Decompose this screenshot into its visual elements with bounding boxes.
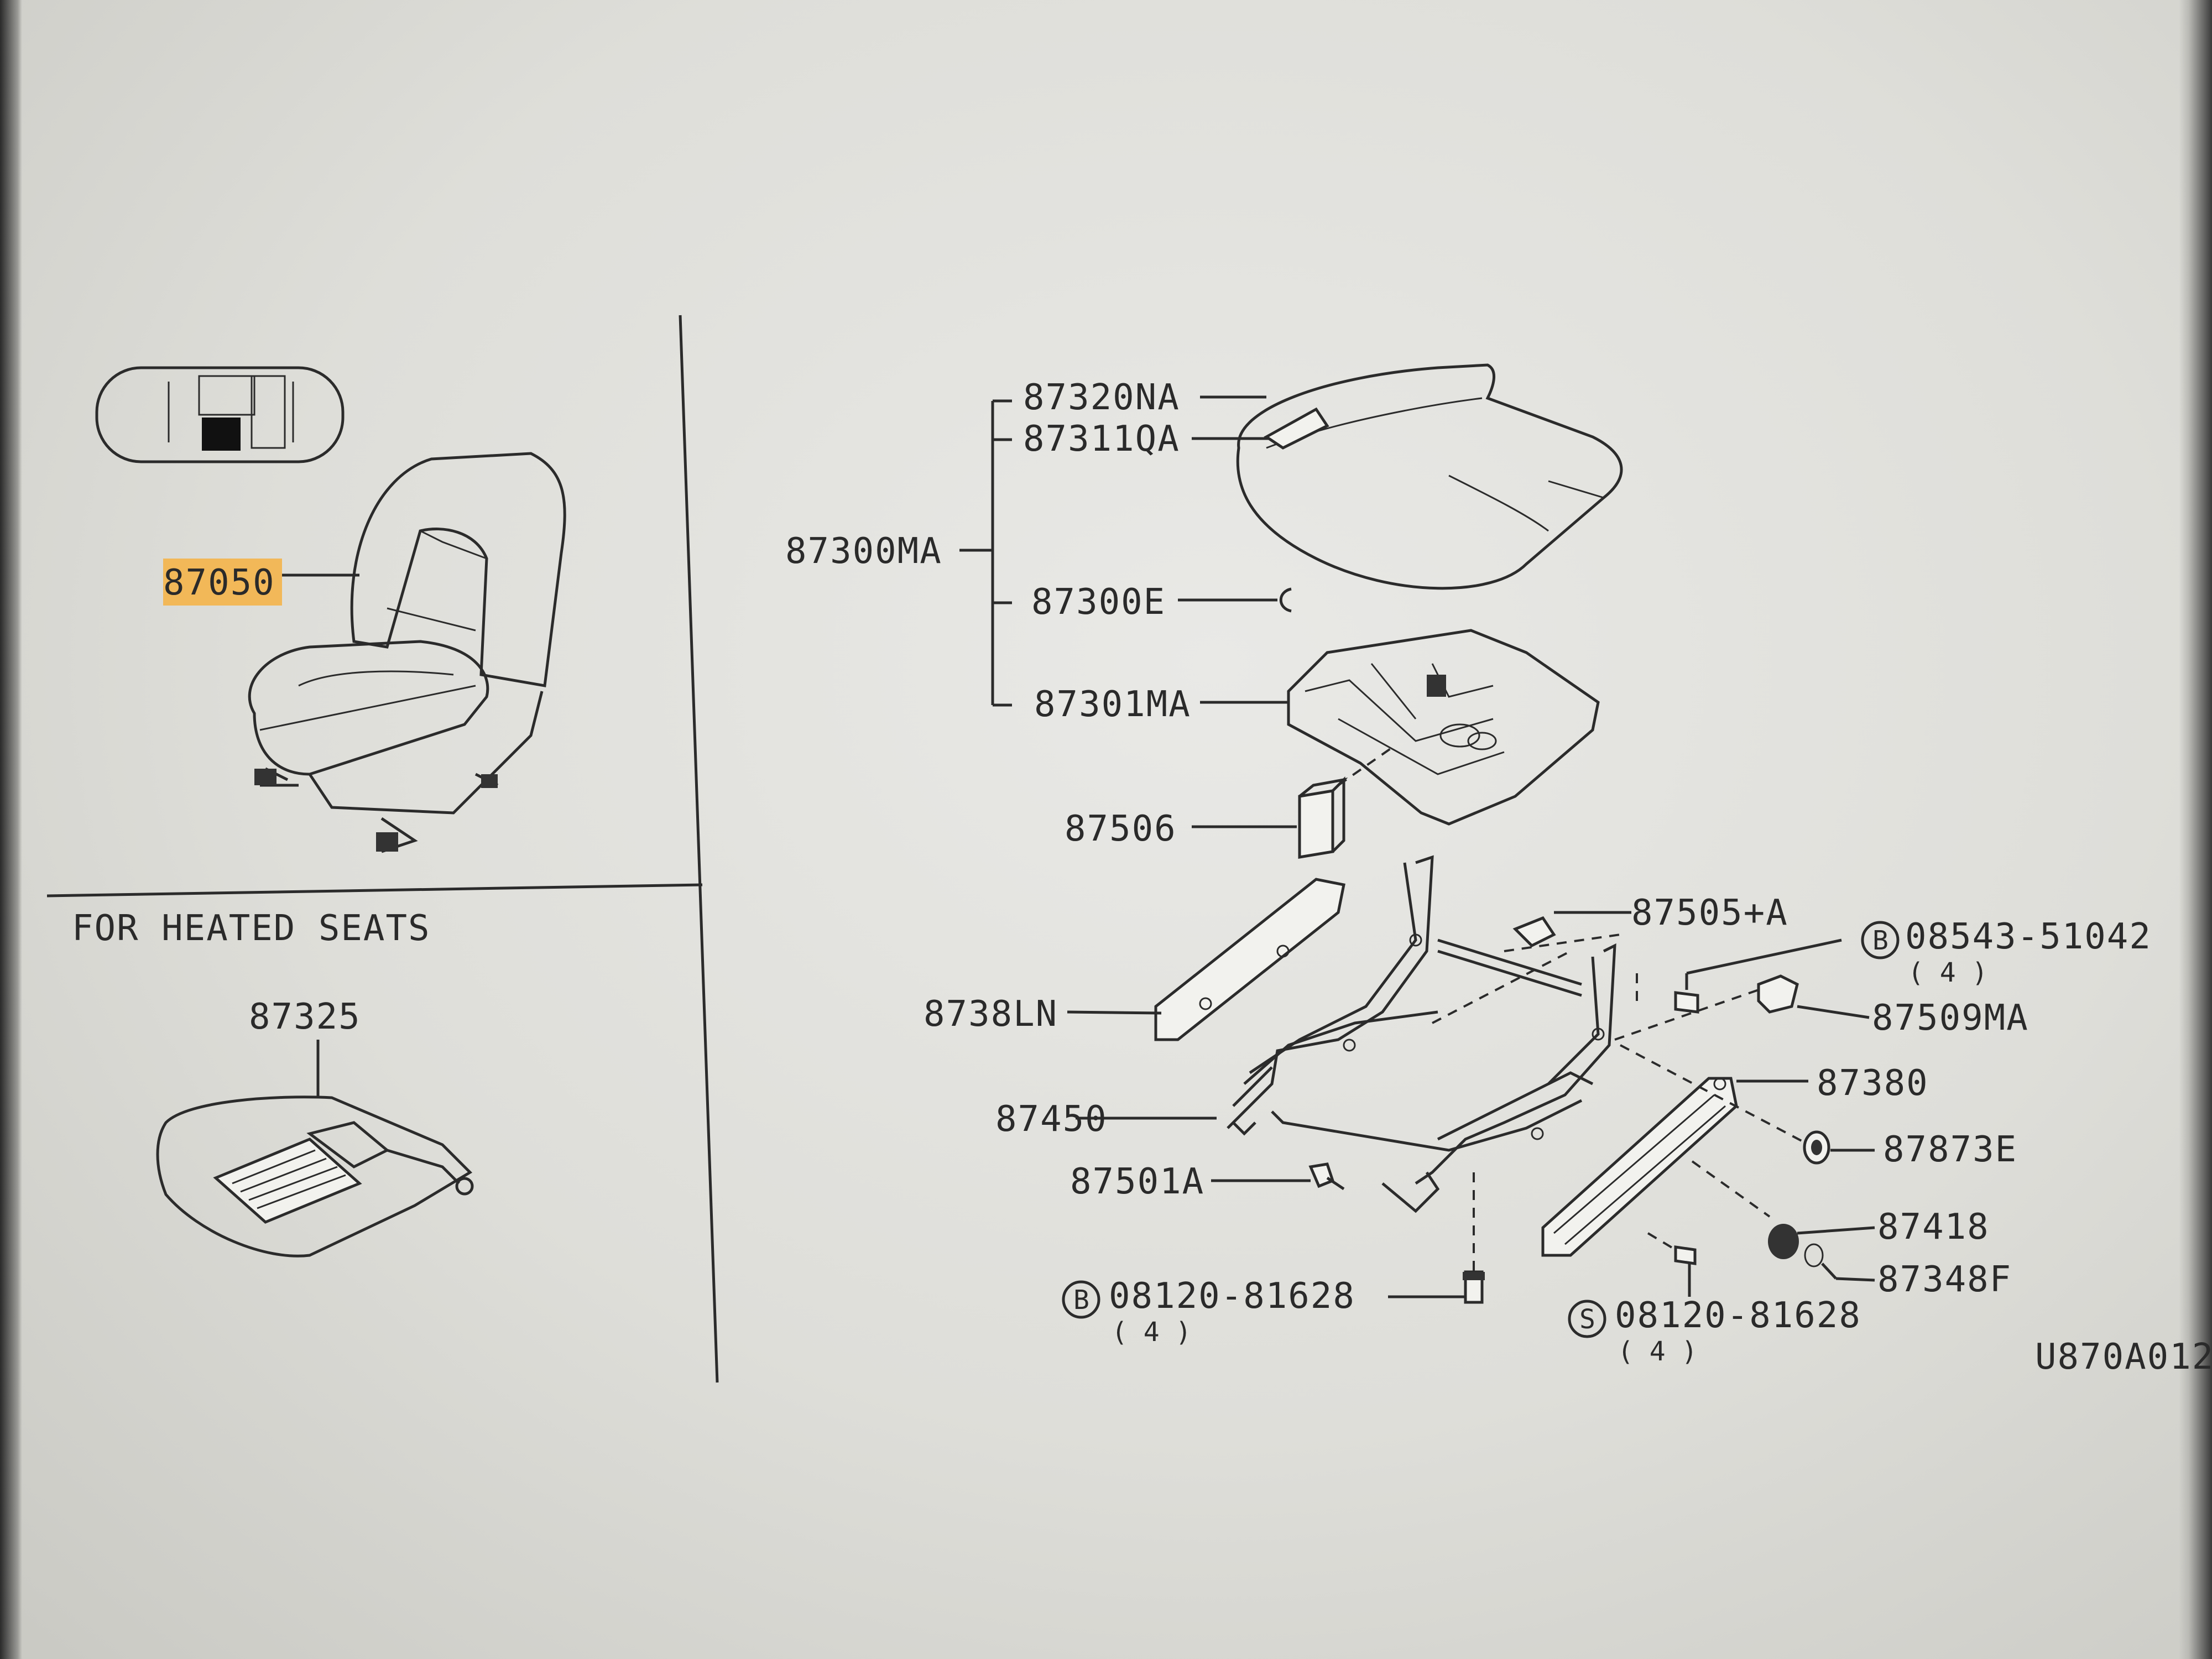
quantity-label: ( 4 ) [1908,957,1988,988]
seat-assembly-illustration [248,452,566,853]
dashed-line [1620,1044,1820,1151]
marker-b-letter: B [1872,925,1888,956]
leader-line [1686,938,1842,975]
part-label-8738LN[interactable]: 8738LN [924,994,1058,1035]
part-label-87050[interactable]: 87050 [163,562,275,603]
marker-b-circle [1062,1280,1100,1319]
vehicle-locator-icon [95,366,345,463]
screen-bezel-left [0,0,22,1659]
leader-line [1797,1226,1875,1235]
part-label-08120-81628-b[interactable]: 08120-81628 [1109,1276,1355,1317]
part-87418-icon [1768,1224,1799,1259]
heated-seats-title: FOR HEATED SEATS [72,908,431,949]
horizontal-divider [46,883,703,898]
marker-s-circle [1568,1300,1606,1338]
dashed-line [1614,989,1759,1041]
marker-b-circle [1861,921,1900,959]
quantity-label: ( 4 ) [1618,1336,1698,1367]
part-label-87450[interactable]: 87450 [995,1099,1108,1140]
heater-pad-illustration [156,1095,474,1258]
part-label-08543-51042[interactable]: 08543-51042 [1905,916,2152,957]
bolt-87501A-icon [1308,1162,1345,1191]
clip-87300E-icon [1279,587,1292,613]
part-label-87300MA[interactable]: 87300MA [785,531,942,572]
part-label-08120-81628-s[interactable]: 08120-81628 [1615,1295,1861,1336]
part-label-87325[interactable]: 87325 [249,997,361,1037]
part-87873E-icon [1803,1130,1830,1165]
part-label-87509MA[interactable]: 87509MA [1872,998,2029,1039]
diagram-code: U870A012 [2035,1337,2212,1378]
cushion-group-bracket [959,399,1012,707]
dashed-line [1691,1160,1771,1218]
part-label-87873E[interactable]: 87873E [1883,1129,2017,1170]
part-label-87380[interactable]: 87380 [1817,1063,1929,1104]
part-label-87418[interactable]: 87418 [1877,1207,1990,1248]
part-label-87506[interactable]: 87506 [1065,808,1177,849]
marker-b-letter: B [1073,1285,1089,1316]
part-87506-icon [1298,745,1395,859]
leader-line [1835,1277,1875,1282]
leader-line [1821,1262,1837,1280]
seat-frame-illustration [1154,855,1616,1213]
part-87348F-icon [1804,1243,1824,1267]
quantity-label: ( 4 ) [1112,1317,1192,1348]
part-87509MA-icon [1757,974,1799,1014]
part-label-87348F[interactable]: 87348F [1877,1259,2012,1300]
part-label-87311QA[interactable]: 87311QA [1023,419,1180,460]
bolt-08120-s-icon [1647,1232,1697,1265]
seat-cushion-cover-illustration [1236,363,1623,590]
screen-bezel-right [2179,0,2212,1659]
dashed-line [1432,950,1571,1024]
leader-line [1067,1010,1162,1015]
part-label-87301MA[interactable]: 87301MA [1034,684,1191,725]
dashed-line [1504,933,1621,952]
part-label-87320NA[interactable]: 87320NA [1023,377,1180,418]
vertical-divider [679,315,719,1383]
bolt-08120-b-icon [1463,1270,1485,1304]
part-label-87300E[interactable]: 87300E [1031,582,1166,623]
part-highlight [163,559,282,606]
cushion-pad-illustration [1287,629,1600,826]
leader-line [1797,1005,1870,1019]
part-label-87501A[interactable]: 87501A [1070,1161,1204,1202]
part-label-87505A[interactable]: 87505+A [1631,893,1788,933]
part-87505A-icon [1512,916,1556,948]
bolt-08543-icon [1674,973,1699,1014]
marker-s-letter: S [1579,1304,1595,1335]
